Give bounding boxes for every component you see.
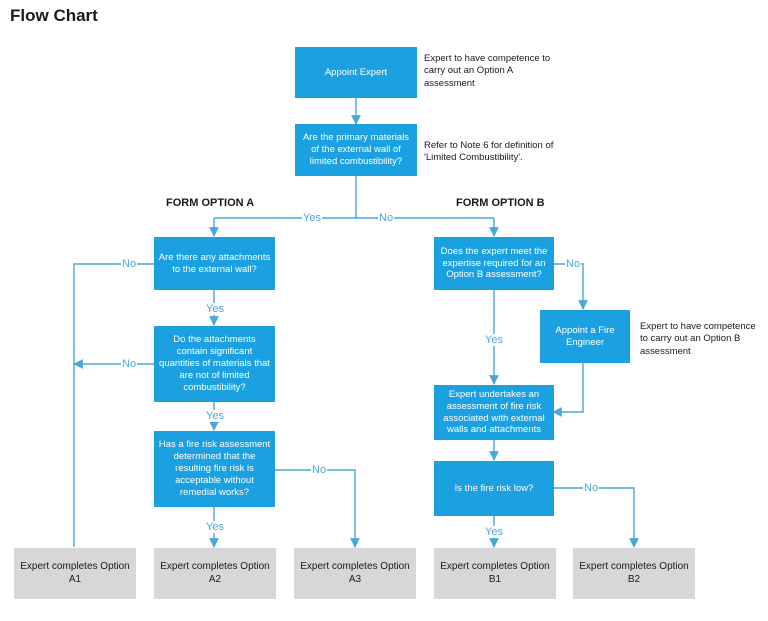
connector-fire-engineer-to-assessment <box>552 363 584 417</box>
label-yes-fire-risk-assessment: Yes <box>205 521 225 533</box>
node-appoint-fire-engineer: Appoint a Fire Engineer <box>540 310 630 363</box>
page-title: Flow Chart <box>10 6 98 25</box>
node-appoint-expert: Appoint Expert <box>295 47 417 98</box>
node-fire-risk-low-question: Is the fire risk low? <box>434 461 554 516</box>
label-no-fire-risk-assessment: No <box>311 464 328 476</box>
connector-no-to-a1 <box>74 263 154 547</box>
label-yes-expert-meets-b: Yes <box>484 334 504 346</box>
note-option-b-competence: Expert to have competence to carry out a… <box>640 321 756 357</box>
heading-form-option-b: FORM OPTION B <box>456 197 545 209</box>
connector-no-to-a3 <box>274 469 360 548</box>
outcome-option-a2: Expert completes Option A2 <box>154 548 276 599</box>
label-no-primary: No <box>378 212 395 224</box>
connector-no-to-fire-engineer <box>554 263 588 310</box>
node-fire-risk-assessment-question: Has a fire risk assessment determined th… <box>154 431 275 507</box>
note-option-a-competence: Expert to have competence to carry out a… <box>424 53 551 89</box>
heading-form-option-a: FORM OPTION A <box>166 197 255 209</box>
connector-no-to-b2 <box>554 487 639 548</box>
node-expert-meets-option-b-question: Does the expert meet the expertise requi… <box>434 237 554 290</box>
node-primary-materials-question: Are the primary materials of the externa… <box>295 124 417 176</box>
label-yes-attachments-materials: Yes <box>205 410 225 422</box>
connector-primary-split <box>214 176 494 219</box>
outcome-option-b1: Expert completes Option B1 <box>434 548 556 599</box>
node-attachments-question: Are there any attachments to the externa… <box>154 237 275 290</box>
label-no-attachments: No <box>121 258 138 270</box>
label-yes-primary: Yes <box>302 212 322 224</box>
label-no-expert-meets-b: No <box>565 258 582 270</box>
outcome-option-b2: Expert completes Option B2 <box>573 548 695 599</box>
note-limited-combustibility: Refer to Note 6 for definition of 'Limit… <box>424 140 554 164</box>
label-no-attachments-materials: No <box>121 358 138 370</box>
node-expert-assessment: Expert undertakes an assessment of fire … <box>434 385 554 440</box>
node-attachments-materials-question: Do the attachments contain significant q… <box>154 326 275 402</box>
label-no-fire-risk-low: No <box>583 482 600 494</box>
label-yes-fire-risk-low: Yes <box>484 526 504 538</box>
outcome-option-a3: Expert completes Option A3 <box>294 548 416 599</box>
outcome-option-a1: Expert completes Option A1 <box>14 548 136 599</box>
label-yes-attachments: Yes <box>205 303 225 315</box>
